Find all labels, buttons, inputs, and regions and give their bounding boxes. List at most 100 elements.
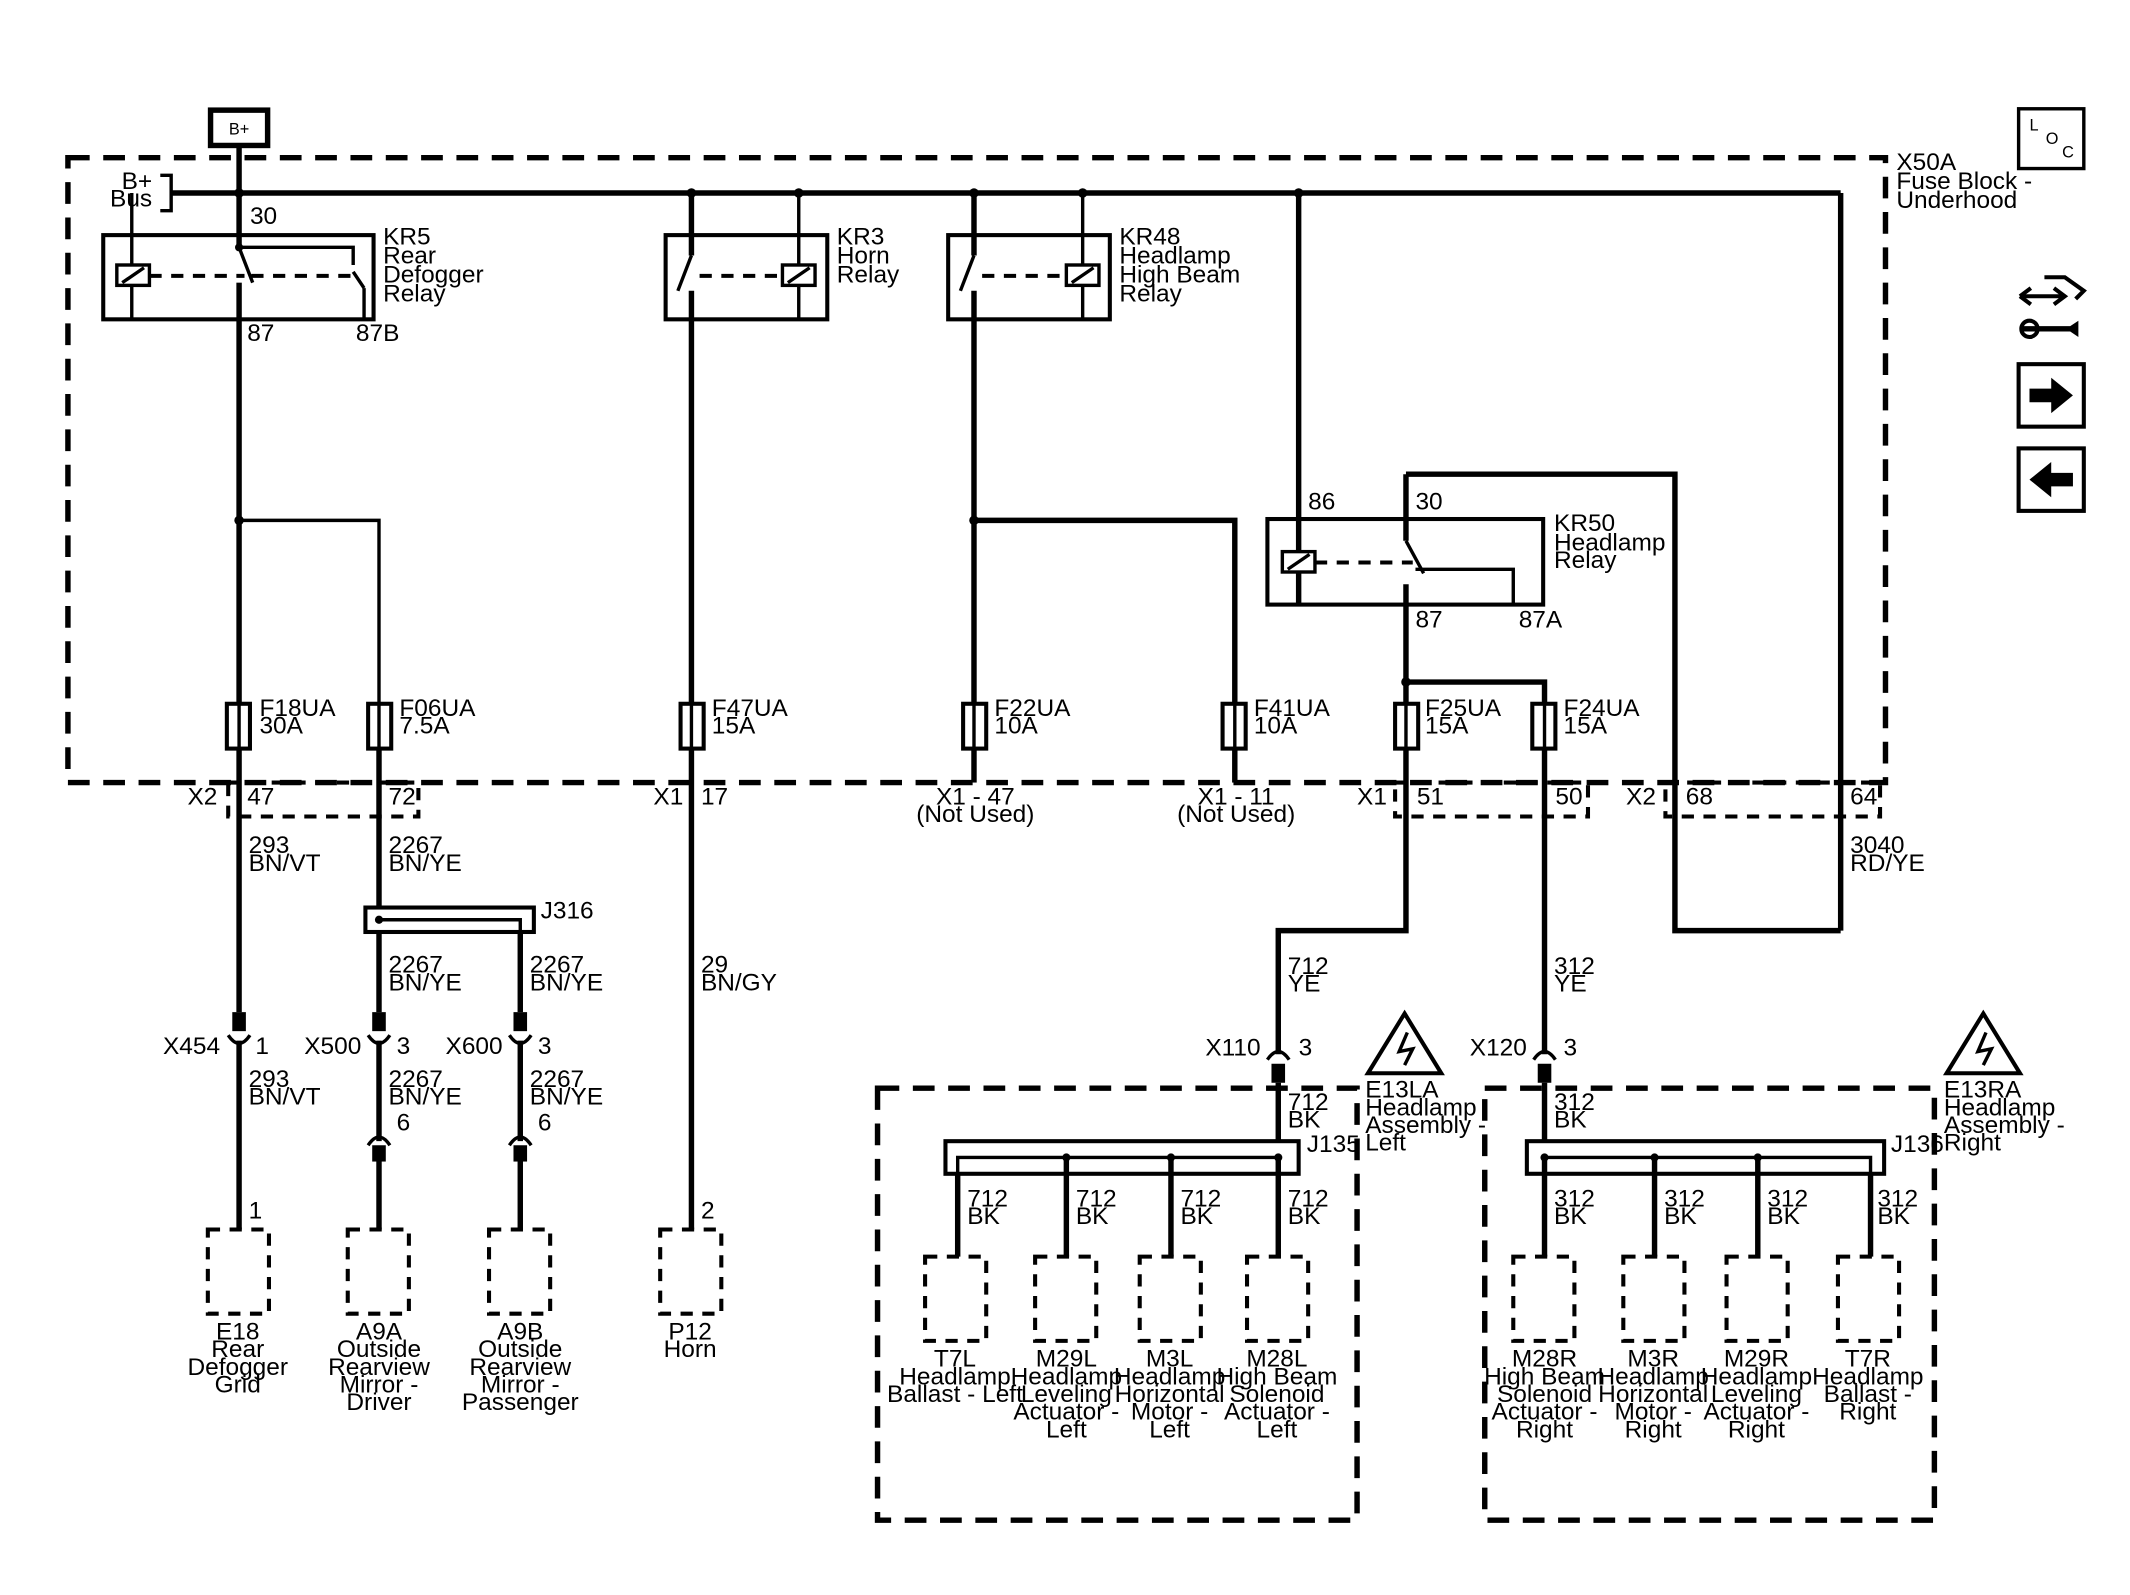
component-e18-rear-defogger-grid: 1 E18 Rear Defogger Grid [187, 1198, 288, 1399]
svg-text:Left: Left [1046, 1416, 1087, 1443]
svg-text:BK: BK [1288, 1107, 1321, 1134]
svg-text:L: L [2029, 117, 2038, 135]
component-a9a-mirror-driver: A9A Outside Rearview Mirror - Driver [328, 1227, 430, 1416]
svg-text:2267: 2267 [530, 952, 584, 979]
svg-text:F47UA: F47UA [712, 695, 789, 722]
svg-text:2267: 2267 [389, 1066, 443, 1093]
connector-x1-a: X1 17 [653, 783, 728, 810]
svg-text:Driver: Driver [346, 1389, 411, 1416]
svg-text:High Beam: High Beam [1216, 1363, 1337, 1390]
svg-text:3: 3 [397, 1033, 411, 1060]
svg-text:KR3: KR3 [837, 224, 885, 251]
svg-text:Horn: Horn [837, 243, 890, 270]
svg-text:Headlamp: Headlamp [1114, 1363, 1225, 1390]
svg-text:2267: 2267 [530, 1066, 584, 1093]
connector-x1-11-not-used: X1 - 11 (Not Used) [1177, 783, 1295, 828]
svg-text:X454: X454 [163, 1033, 220, 1060]
svg-text:2: 2 [701, 1198, 715, 1225]
svg-text:Rear: Rear [211, 1336, 264, 1363]
svg-text:Motor -: Motor - [1614, 1399, 1691, 1426]
svg-text:O: O [2046, 130, 2059, 148]
svg-text:1: 1 [255, 1033, 269, 1060]
svg-text:M28R: M28R [1512, 1346, 1577, 1373]
svg-text:High Beam: High Beam [1484, 1363, 1605, 1390]
svg-text:10A: 10A [994, 713, 1038, 740]
svg-text:Horn: Horn [664, 1336, 717, 1363]
svg-text:Actuator -: Actuator - [1013, 1399, 1119, 1426]
svg-text:Headlamp: Headlamp [1812, 1363, 1923, 1390]
kr50-headlamp-relay: 86 30 KR50 Headlamp Relay 87 87A [1265, 193, 1841, 934]
svg-text:M29R: M29R [1724, 1346, 1789, 1373]
svg-text:M29L: M29L [1036, 1346, 1097, 1373]
kr3-horn-relay: KR3 Horn Relay [663, 193, 900, 322]
connector-x2-b: X2 68 64 [1626, 780, 1883, 819]
connector-x600: X600 3 [446, 1012, 552, 1060]
svg-text:87: 87 [247, 320, 274, 347]
svg-text:Assembly -: Assembly - [1365, 1112, 1486, 1139]
connector-x120: X120 3 [1470, 1035, 1577, 1083]
svg-text:29: 29 [701, 952, 728, 979]
svg-text:X50A: X50A [1896, 149, 1956, 176]
svg-text:6: 6 [538, 1109, 552, 1136]
arrow-left-icon[interactable] [2016, 446, 2086, 513]
svg-text:Fuse Block -: Fuse Block - [1896, 168, 2032, 195]
svg-text:YE: YE [1288, 971, 1321, 998]
svg-text:Relay: Relay [383, 281, 446, 308]
svg-text:293: 293 [249, 1066, 290, 1093]
svg-text:7.5A: 7.5A [399, 713, 450, 740]
svg-text:312: 312 [1554, 953, 1595, 980]
svg-text:X110: X110 [1205, 1035, 1260, 1062]
svg-text:BN/YE: BN/YE [389, 850, 462, 877]
svg-text:Leveling: Leveling [1711, 1381, 1802, 1408]
component-m28l-high-beam-solenoid-left: M28L High Beam Solenoid Actuator - Left [1216, 1254, 1337, 1443]
tools-icon[interactable] [2018, 275, 2087, 340]
svg-text:BK: BK [1288, 1203, 1321, 1230]
svg-text:293: 293 [249, 832, 290, 859]
svg-text:2267: 2267 [389, 832, 443, 859]
component-m3l-horizontal-motor-left: M3L Headlamp Horizontal Motor - Left [1114, 1254, 1225, 1443]
svg-text:15A: 15A [1564, 713, 1608, 740]
svg-text:P12: P12 [668, 1319, 711, 1346]
svg-text:312: 312 [1767, 1185, 1808, 1212]
connector-x2-a: X2 47 72 [187, 780, 421, 819]
svg-text:BN/YE: BN/YE [389, 1084, 462, 1111]
svg-text:X1 - 47: X1 - 47 [936, 783, 1015, 810]
svg-text:30: 30 [250, 203, 277, 230]
svg-text:BN/YE: BN/YE [389, 969, 462, 996]
loc-icon[interactable]: L O C [2016, 107, 2086, 171]
connector-x600-mate: 6 [507, 1109, 552, 1162]
svg-text:BK: BK [1554, 1107, 1587, 1134]
svg-text:Left: Left [1365, 1130, 1406, 1157]
svg-text:Horizontal: Horizontal [1115, 1381, 1225, 1408]
svg-text:68: 68 [1686, 783, 1713, 810]
svg-text:51: 51 [1417, 783, 1444, 810]
svg-text:A9A: A9A [356, 1319, 403, 1346]
splice-j135: J135 [943, 1131, 1360, 1176]
arrow-right-icon[interactable] [2016, 362, 2086, 429]
svg-text:Outside: Outside [478, 1336, 562, 1363]
svg-text:15A: 15A [712, 713, 756, 740]
svg-text:712: 712 [1180, 1185, 1221, 1212]
svg-text:17: 17 [701, 783, 728, 810]
svg-text:Passenger: Passenger [462, 1389, 579, 1416]
svg-text:BN/VT: BN/VT [249, 1084, 321, 1111]
e13ra-label: E13RA Headlamp Assembly - Right [1944, 1077, 2065, 1157]
svg-text:M28L: M28L [1246, 1346, 1307, 1373]
svg-text:X1: X1 [653, 783, 683, 810]
svg-text:Right: Right [1839, 1399, 1896, 1426]
svg-text:3: 3 [538, 1033, 552, 1060]
svg-text:X2: X2 [187, 783, 217, 810]
svg-text:High Beam: High Beam [1119, 262, 1240, 289]
kr5-rear-defogger-relay: 30 KR5 Rear Defogger Relay 87 87B [101, 193, 484, 347]
svg-text:X1 - 11: X1 - 11 [1198, 783, 1275, 810]
component-m29r-leveling-actuator-right: M29R Headlamp Leveling Actuator - Right [1701, 1254, 1812, 1443]
svg-text:6: 6 [397, 1109, 411, 1136]
